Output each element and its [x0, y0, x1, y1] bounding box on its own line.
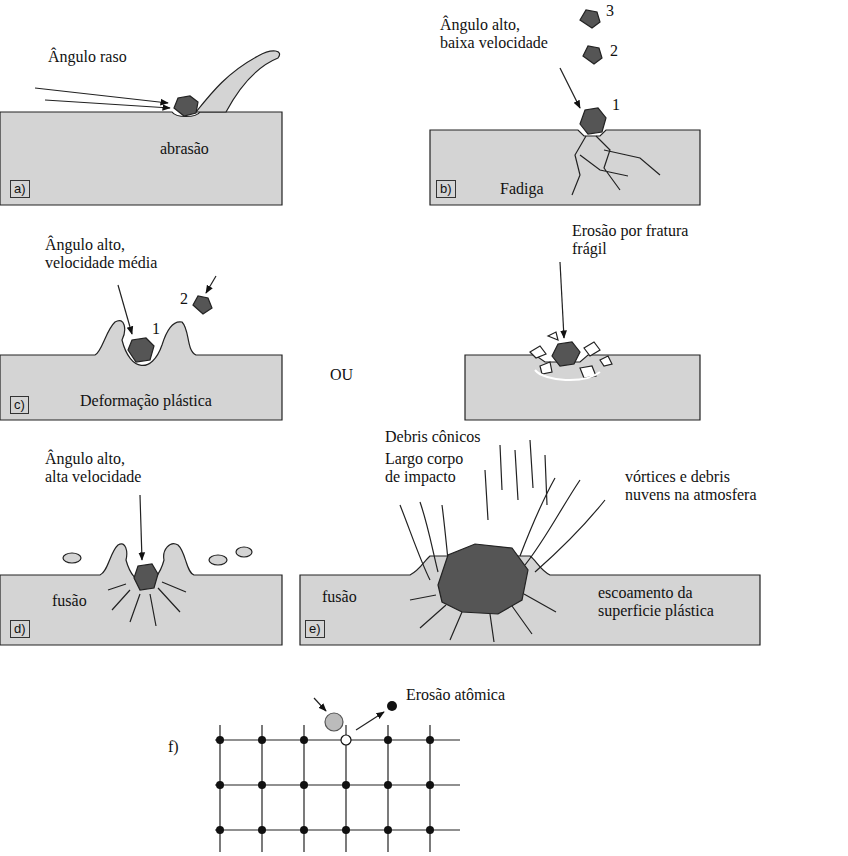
panel-label: Deformação plástica — [80, 392, 212, 410]
panel-label: abrasão — [160, 140, 209, 158]
particle — [134, 564, 158, 590]
panel-label: 3 — [606, 2, 614, 20]
particle — [580, 10, 600, 28]
panel-label: escoamento da superficie plástica — [598, 584, 723, 621]
atom — [300, 826, 308, 834]
panel-label: OU — [330, 366, 353, 384]
panel-tag: b) — [436, 180, 456, 198]
panel-label: Debris cônicos — [385, 428, 481, 446]
panel-label: Fadiga — [500, 180, 544, 198]
fatigue-cracks — [572, 136, 660, 195]
atom — [300, 781, 308, 789]
panel-letter: e) — [309, 621, 321, 636]
atom — [258, 781, 266, 789]
atom — [216, 781, 224, 789]
panel-label: vórtices e debris nuvens na atmosfera — [625, 468, 765, 505]
panel-tag: c) — [10, 396, 29, 414]
panel-label: Ângulo alto, baixa velocidade — [440, 16, 558, 53]
panel-label: Largo corpo de impacto — [385, 450, 470, 487]
atom — [300, 736, 308, 744]
atom — [216, 736, 224, 744]
atomic-lattice — [215, 725, 460, 852]
ground-b — [430, 130, 700, 205]
panel-label: f) — [168, 738, 179, 756]
panel-letter: b) — [440, 181, 452, 196]
atom — [216, 826, 224, 834]
panel-letter: c) — [14, 397, 25, 412]
atom — [426, 781, 434, 789]
atom — [342, 781, 350, 789]
particle — [193, 296, 212, 314]
atom — [384, 826, 392, 834]
atom — [384, 781, 392, 789]
panel-label: Ângulo alto, alta velocidade — [45, 450, 145, 487]
atom — [258, 736, 266, 744]
chip — [196, 51, 280, 112]
atom — [384, 736, 392, 744]
falling-debris — [485, 440, 547, 520]
particle — [583, 46, 602, 64]
panel-letter: d) — [14, 621, 26, 636]
particle — [128, 338, 154, 362]
panel-label: Erosão atômica — [406, 686, 505, 704]
panel-tag: a) — [10, 180, 30, 198]
impact-body — [438, 544, 528, 614]
cone-debris — [520, 478, 605, 572]
panel-label: 2 — [180, 290, 188, 308]
panel-label: Ângulo alto, velocidade média — [45, 236, 163, 273]
cone-debris — [400, 502, 448, 580]
panel-tag: e) — [305, 620, 325, 638]
panel-tag: d) — [10, 620, 30, 638]
particle — [174, 96, 198, 116]
panel-label: fusão — [322, 588, 357, 606]
panel-label: 1 — [612, 96, 620, 114]
panel-label: 1 — [152, 320, 160, 338]
ground-e — [300, 556, 760, 645]
atom — [342, 826, 350, 834]
panel-letter: a) — [14, 181, 26, 196]
atom — [426, 826, 434, 834]
panel-label: Erosão por fratura frágil — [572, 222, 707, 259]
ground-a — [0, 112, 282, 205]
atom — [258, 826, 266, 834]
ground-c — [0, 321, 282, 420]
panel-label: fusão — [52, 592, 87, 610]
atom — [426, 736, 434, 744]
ground-c2 — [465, 355, 700, 420]
particle — [580, 108, 606, 134]
particle — [552, 342, 580, 366]
panel-label: Ângulo raso — [48, 48, 127, 66]
panel-label: 2 — [610, 42, 618, 60]
ground-d — [0, 544, 282, 645]
